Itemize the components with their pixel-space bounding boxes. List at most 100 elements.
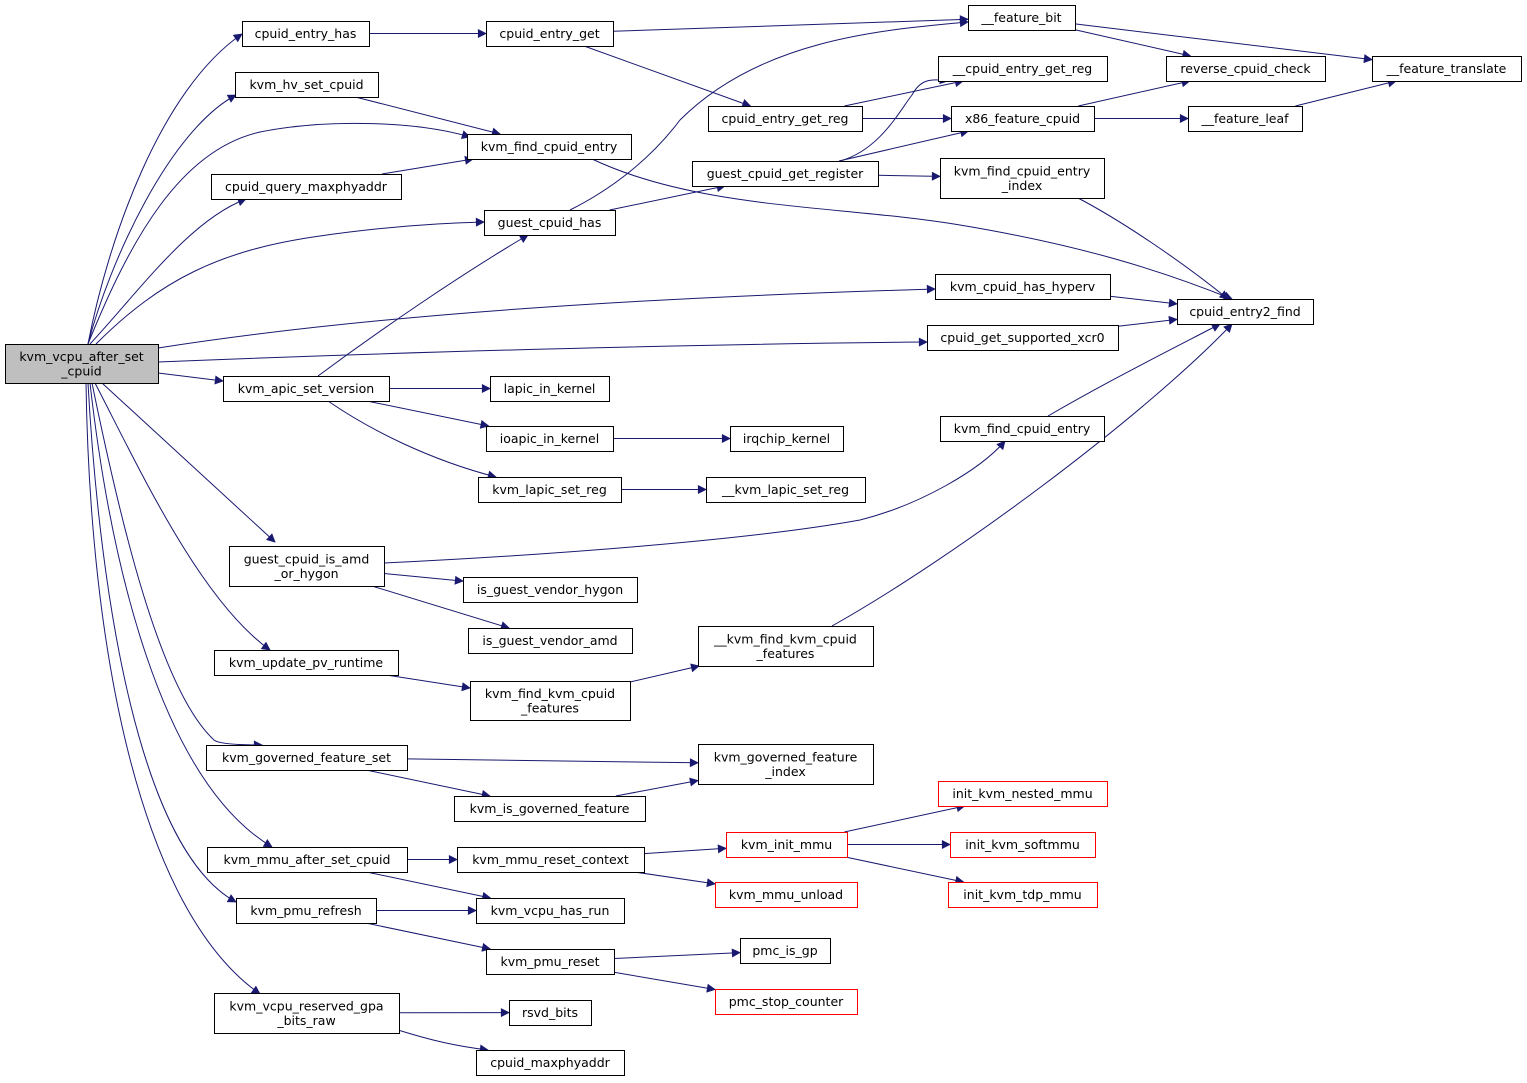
edge-guest_cpuid_has-to-feature_bit (569, 18, 969, 211)
node-x86-feature-cpuid[interactable]: x86_feature_cpuid (951, 106, 1095, 132)
node-lapic-in-kernel[interactable]: lapic_in_kernel (490, 376, 610, 402)
edge-kvm_find_cpuid_entry_index-to-cpuid_entry2_find (1077, 197, 1229, 300)
node-kvm-pmu-reset[interactable]: kvm_pmu_reset (486, 949, 615, 975)
node-box (206, 745, 408, 771)
node-box (457, 847, 645, 873)
node-box (478, 477, 622, 503)
node-box (708, 106, 863, 132)
node-cpuid-entry-get[interactable]: cpuid_entry_get (486, 21, 614, 47)
edge-guest_cpuid_get_register-to-kvm_find_cpuid_entry_index (877, 171, 941, 181)
node-box (484, 210, 616, 236)
node-box (726, 832, 848, 858)
node-label: irqchip_kernel (743, 431, 830, 446)
node-cpuid-get-supported-xcr0[interactable]: cpuid_get_supported_xcr0 (927, 325, 1119, 351)
node-kvm-mmu-reset-context[interactable]: kvm_mmu_reset_context (457, 847, 645, 873)
edge-guest_cpuid_has-to-guest_cpuid_get_register (609, 183, 726, 211)
node-kvm-vcpu-reserved-gpa-bits-raw[interactable]: kvm_vcpu_reserved_gpa_bits_raw (214, 993, 400, 1034)
node-box (476, 1050, 625, 1076)
node-label: cpuid_query_maxphyaddr (225, 179, 388, 194)
node-box (740, 938, 831, 964)
node-cpuid-entry-has[interactable]: cpuid_entry_has (242, 21, 370, 47)
node-box (715, 989, 858, 1015)
node-label: kvm_mmu_reset_context (472, 852, 629, 867)
node-feature-leaf[interactable]: __feature_leaf (1188, 106, 1303, 132)
node-box (692, 161, 879, 187)
node-label: pmc_stop_counter (729, 994, 844, 1009)
node-box (486, 426, 614, 452)
edge-root-to-guest_cpuid_has (95, 217, 485, 345)
node-kvm-vcpu-has-run[interactable]: kvm_vcpu_has_run (476, 898, 625, 924)
edge-kvm_find_cpuid_entry_a-to-cpuid_entry2_find (591, 158, 1233, 301)
node-kvm-find-cpuid-entry-b[interactable]: kvm_find_cpuid_entry (940, 416, 1105, 442)
node-is-guest-vendor-amd[interactable]: is_guest_vendor_amd (468, 628, 633, 654)
node-box (927, 325, 1119, 351)
node-kvm-pmu-refresh[interactable]: kvm_pmu_refresh (236, 898, 377, 924)
node-kvm-governed-feature-index[interactable]: kvm_governed_feature_index (698, 744, 874, 785)
node-box (1188, 106, 1303, 132)
node-kvm-find-kvm-cpuid-features[interactable]: kvm_find_kvm_cpuid_features (470, 681, 631, 721)
edge-guest_cpuid_is_amd_or_hygon-to-is_guest_vendor_amd (371, 585, 510, 630)
node-irqchip-kernel[interactable]: irqchip_kernel (730, 426, 844, 452)
node-kvm-hv-set-cpuid[interactable]: kvm_hv_set_cpuid (235, 72, 379, 98)
node-label: reverse_cpuid_check (1180, 61, 1311, 76)
node-root[interactable]: kvm_vcpu_after_set_cpuid (5, 344, 159, 384)
node-is-guest-vendor-hygon[interactable]: is_guest_vendor_hygon (463, 577, 638, 603)
node-kvm-is-governed-feature[interactable]: kvm_is_governed_feature (454, 796, 646, 822)
node-box (948, 882, 1098, 908)
node-box (1166, 56, 1326, 82)
node-feature-translate[interactable]: __feature_translate (1372, 56, 1522, 82)
node-label: init_kvm_softmmu (965, 837, 1080, 852)
node-label: _features (520, 700, 579, 715)
node-box (706, 477, 866, 503)
node-cpuid-entry-get-reg-fn[interactable]: __cpuid_entry_get_reg (938, 56, 1108, 82)
node-kvm-lapic-set-reg[interactable]: kvm_lapic_set_reg (478, 477, 622, 503)
node-kvm-lapic-set-reg-fn[interactable]: __kvm_lapic_set_reg (706, 477, 866, 503)
node-guest-cpuid-has[interactable]: guest_cpuid_has (484, 210, 616, 236)
node-box (468, 628, 633, 654)
node-label: kvm_find_cpuid_entry (481, 139, 618, 154)
edge-guest_cpuid_is_amd_or_hygon-to-kvm_find_cpuid_entry_b (383, 440, 1006, 564)
node-kvm-find-kvm-cpuid-features-fn[interactable]: __kvm_find_kvm_cpuid_features (698, 626, 874, 667)
node-label: rsvd_bits (522, 1005, 578, 1020)
node-kvm-mmu-after-set-cpuid[interactable]: kvm_mmu_after_set_cpuid (207, 847, 408, 873)
node-cpuid-entry-get-reg[interactable]: cpuid_entry_get_reg (708, 106, 863, 132)
node-pmc-is-gp[interactable]: pmc_is_gp (740, 938, 831, 964)
node-kvm-init-mmu[interactable]: kvm_init_mmu (726, 832, 848, 858)
node-box (509, 1000, 592, 1026)
edge-cpuid_get_supported_xcr0-to-cpuid_entry2_find (1117, 315, 1178, 327)
node-label: guest_cpuid_is_amd (244, 551, 370, 566)
node-init-kvm-tdp-mmu[interactable]: init_kvm_tdp_mmu (948, 882, 1098, 908)
node-box (454, 796, 646, 822)
node-label: _index (1001, 178, 1042, 193)
edge-feature_leaf-to-feature_translate (1295, 78, 1397, 107)
edge-guest_cpuid_get_register-to-x86_feature_cpuid (838, 128, 970, 162)
node-cpuid-query-maxphyaddr[interactable]: cpuid_query_maxphyaddr (211, 174, 402, 200)
edge-kvm_init_mmu-to-init_kvm_nested_mmu (844, 803, 966, 833)
node-label: x86_feature_cpuid (965, 111, 1080, 126)
node-kvm-update-pv-runtime[interactable]: kvm_update_pv_runtime (214, 650, 399, 676)
node-pmc-stop-counter[interactable]: pmc_stop_counter (715, 989, 858, 1015)
node-reverse-cpuid-check[interactable]: reverse_cpuid_check (1166, 56, 1326, 82)
node-label: kvm_hv_set_cpuid (249, 77, 363, 92)
node-kvm-cpuid-has-hyperv[interactable]: kvm_cpuid_has_hyperv (935, 274, 1111, 300)
node-kvm-find-cpuid-entry-a[interactable]: kvm_find_cpuid_entry (467, 134, 632, 160)
node-init-kvm-nested-mmu[interactable]: init_kvm_nested_mmu (938, 781, 1108, 807)
node-feature-bit[interactable]: __feature_bit (968, 5, 1076, 31)
edge-cpuid_query_maxphyaddr-to-kvm_find_cpuid_entry_a (381, 155, 474, 175)
edge-kvm_vcpu_reserved_gpa_bits_raw-to-cpuid_maxphyaddr (397, 1029, 489, 1054)
node-kvm-apic-set-version[interactable]: kvm_apic_set_version (223, 376, 390, 402)
node-cpuid-entry2-find[interactable]: cpuid_entry2_find (1177, 299, 1314, 325)
node-cpuid-maxphyaddr[interactable]: cpuid_maxphyaddr (476, 1050, 625, 1076)
node-guest-cpuid-is-amd-or-hygon[interactable]: guest_cpuid_is_amd_or_hygon (229, 546, 385, 587)
node-box (938, 781, 1108, 807)
node-kvm-governed-feature-set[interactable]: kvm_governed_feature_set (206, 745, 408, 771)
node-guest-cpuid-get-register[interactable]: guest_cpuid_get_register (692, 161, 879, 187)
node-label: kvm_find_cpuid_entry (954, 163, 1091, 178)
node-ioapic-in-kernel[interactable]: ioapic_in_kernel (486, 426, 614, 452)
node-init-kvm-softmmu[interactable]: init_kvm_softmmu (950, 832, 1096, 858)
node-label: kvm_mmu_unload (729, 887, 843, 902)
node-label: kvm_update_pv_runtime (229, 655, 383, 670)
node-kvm-find-cpuid-entry-index[interactable]: kvm_find_cpuid_entry_index (940, 158, 1105, 199)
node-rsvd-bits[interactable]: rsvd_bits (509, 1000, 592, 1026)
node-kvm-mmu-unload[interactable]: kvm_mmu_unload (715, 882, 858, 908)
